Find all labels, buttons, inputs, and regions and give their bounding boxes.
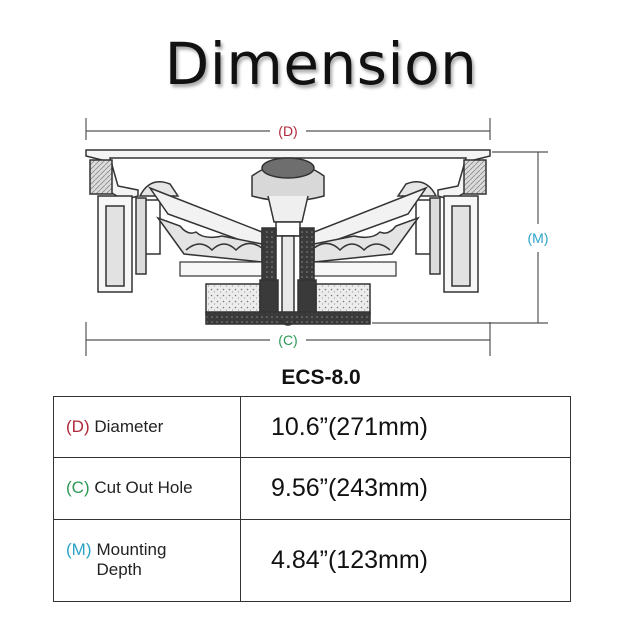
model-name: ECS-8.0: [281, 366, 361, 389]
speaker-frame: [85, 149, 491, 293]
page-title: Dimension: [164, 30, 478, 98]
diameter-label: (D): [278, 123, 297, 139]
spec-label-cell: (D) Diameter: [53, 395, 241, 459]
spec-value: 4.84”(123mm): [240, 518, 571, 603]
spec-code: (M): [66, 540, 92, 560]
table-row: (D) Diameter 10.6”(271mm): [53, 395, 571, 459]
spec-label-cell: (C) Cut Out Hole: [53, 457, 241, 520]
spec-name: Cut Out Hole: [94, 478, 193, 498]
depth-dimension-line: [372, 151, 548, 324]
spec-label-cell: (M) Mounting Depth: [53, 518, 241, 603]
speaker-surround: [138, 181, 438, 197]
cutout-label: (C): [278, 332, 297, 348]
spec-value: 9.56”(243mm): [240, 457, 571, 520]
magnet: [205, 279, 371, 326]
spec-code: (D): [66, 417, 90, 437]
tweeter: [251, 157, 325, 237]
spec-table: (D) Diameter 10.6”(271mm) (C) Cut Out Ho…: [53, 395, 571, 603]
speaker-cone: [147, 186, 429, 263]
depth-label: (M): [528, 230, 549, 246]
table-row: (M) Mounting Depth 4.84”(123mm): [53, 518, 571, 603]
spec-name: Diameter: [94, 417, 164, 437]
spec-name: Mounting Depth: [96, 540, 167, 580]
table-row: (C) Cut Out Hole 9.56”(243mm): [53, 457, 571, 520]
spec-code: (C): [66, 478, 90, 498]
voice-coil: [261, 227, 315, 321]
cutout-dimension-line: [85, 322, 491, 356]
spec-value: 10.6”(271mm): [240, 395, 571, 459]
diameter-dimension-line: [85, 118, 491, 140]
